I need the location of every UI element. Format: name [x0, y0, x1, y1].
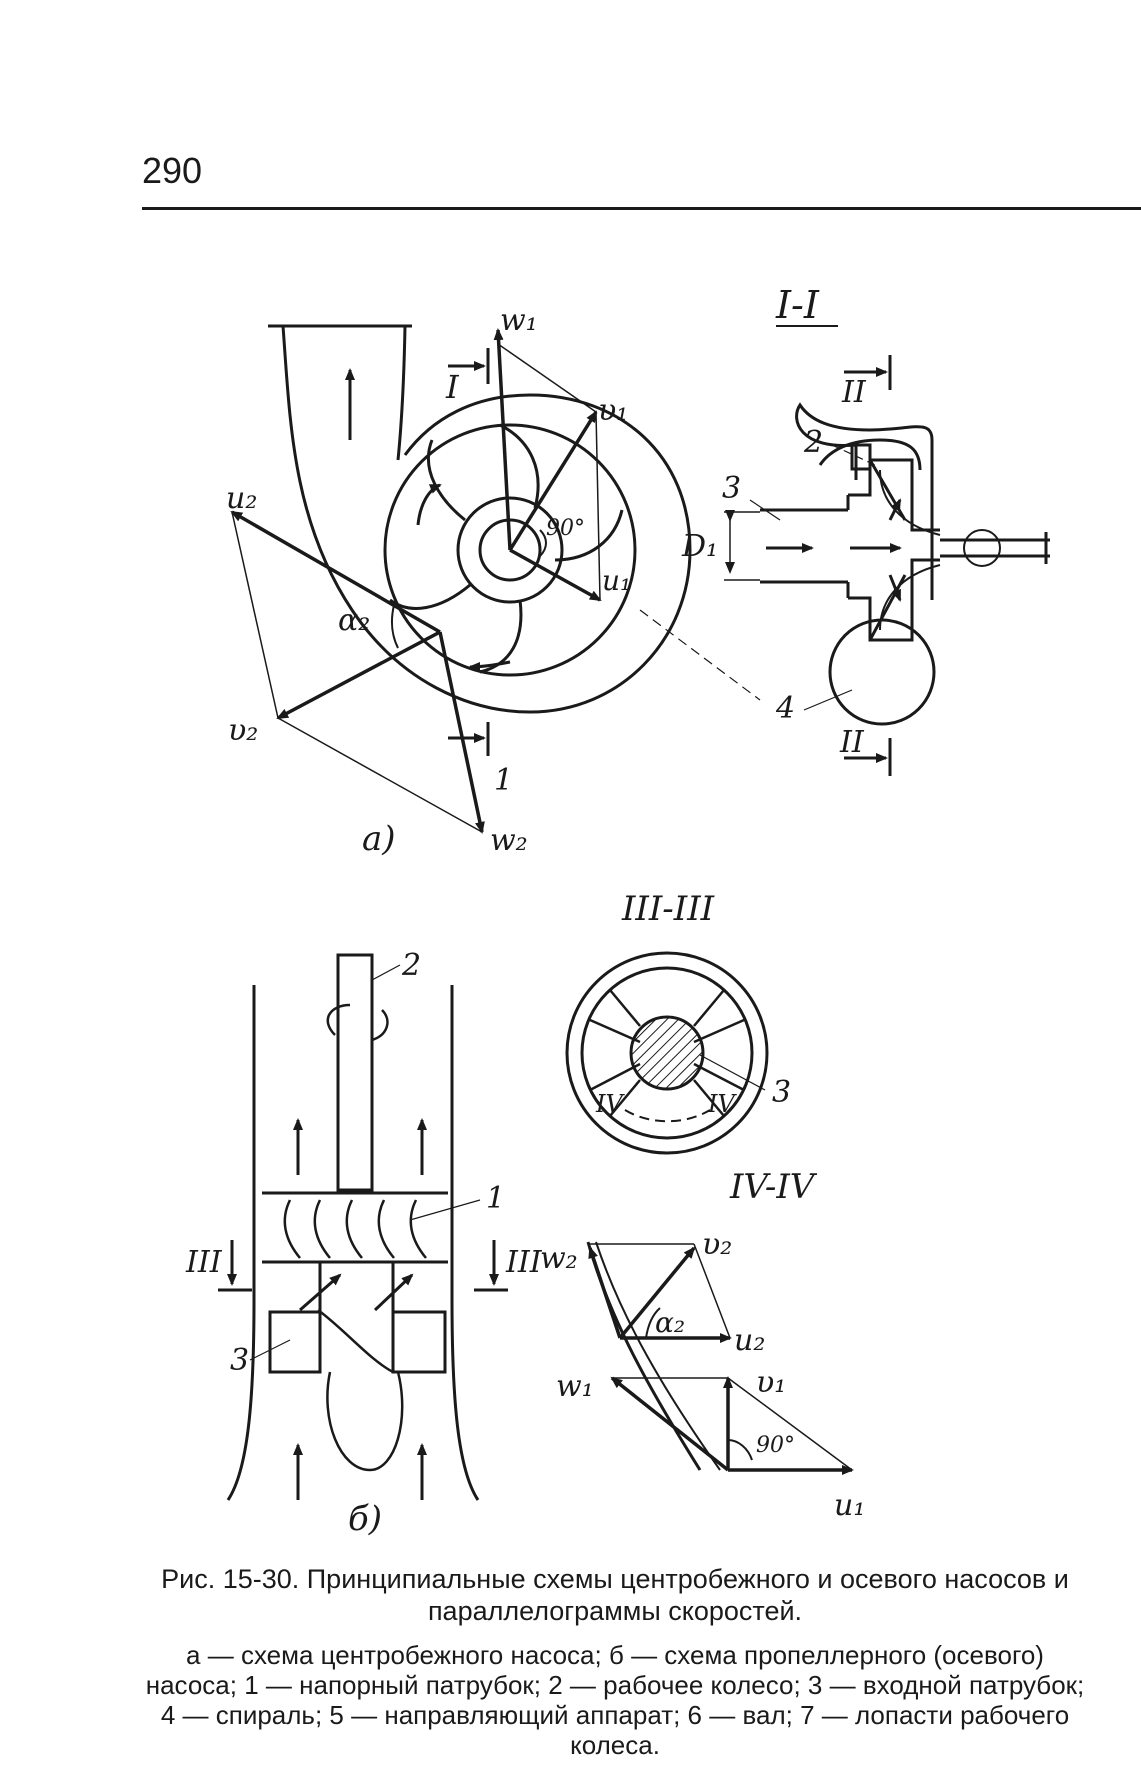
section-IV-labels: IV-IV w₂ υ₂ u₂ α₂ w₁ υ₁ u₁ 90° [540, 1167, 865, 1523]
section-I-labels: I-I 2 3 4 D₁ II II [681, 283, 867, 760]
shaft-section [629, 1015, 705, 1091]
blade [499, 423, 540, 509]
blade [479, 599, 523, 674]
vector-w1-b [610, 1376, 730, 1472]
panel-b-axial-pump [218, 953, 508, 1501]
label-angle90-b: 90° [756, 1433, 795, 1458]
label-num3-b: 3 [230, 1343, 249, 1378]
rotation-arrow [416, 483, 442, 526]
blade [389, 583, 471, 610]
label-num2-I: 2 [803, 425, 823, 460]
panel-a-label: а) [362, 819, 396, 859]
label-v2: υ₂ [228, 713, 258, 748]
discharge-pipe-inner [396, 325, 407, 461]
guide-ring-outer [565, 951, 769, 1155]
pipe-right-wall [450, 985, 480, 1501]
guide-ring-inner [580, 966, 754, 1140]
pipe-left-wall [226, 985, 256, 1501]
impeller-hub-ring [456, 496, 564, 604]
label-v1-b: υ₁ [756, 1365, 786, 1400]
label-section-I: I [445, 368, 460, 406]
volute-casing [281, 325, 692, 714]
guide-vane-right [391, 1310, 447, 1374]
label-IV-right: IV [707, 1090, 737, 1118]
label-w2: w₂ [490, 823, 528, 858]
blade [426, 439, 466, 522]
panel-a-centrifugal-pump [230, 324, 761, 834]
spiral-section [828, 618, 936, 726]
header-rule [142, 207, 1141, 210]
label-v2-b: υ₂ [702, 1227, 732, 1262]
casing-outline [795, 402, 934, 600]
section-III-III [565, 951, 769, 1155]
label-alpha2-b: α₂ [655, 1306, 685, 1339]
label-w2-b: w₂ [540, 1241, 578, 1276]
label-num1-a: 1 [494, 763, 513, 798]
panel-b-label: б) [348, 1499, 382, 1539]
label-num4-I: 4 [775, 691, 795, 726]
vector-u2 [230, 510, 441, 634]
label-section-II-bottom: II [839, 725, 865, 760]
label-num1-b: 1 [486, 1181, 505, 1216]
panel-b-labels: 2 1 3 III III б) [185, 948, 543, 1539]
page-number: 290 [142, 150, 203, 191]
leader-4 [639, 609, 761, 701]
label-v1: υ₁ [598, 393, 628, 428]
figure-caption-title: Рис. 15-30. Принципиальные схемы центроб… [161, 1564, 1069, 1626]
figure-caption-legend: а — схема центробежного насоса; б — схем… [145, 1640, 1085, 1760]
label-u2-b: u₂ [734, 1323, 765, 1358]
vector-v2-b [618, 1246, 696, 1340]
guide-vane-left [268, 1310, 322, 1374]
panel-a-labels: w₁ υ₁ u₁ 90° u₂ υ₂ w₂ α₂ 1 I а) [226, 303, 631, 859]
section-I-title: I-I [775, 283, 820, 327]
vector-w2-b [588, 1246, 622, 1339]
label-section-III-left: III [185, 1245, 223, 1280]
vector-w1 [493, 328, 512, 551]
section-IV-IV [586, 1241, 854, 1475]
vector-v1 [508, 410, 598, 551]
label-alpha2: α₂ [338, 603, 370, 638]
label-u2: u₂ [226, 481, 257, 516]
section-III-labels: III-III 3 IV IV [595, 889, 791, 1118]
section-I-I [724, 325, 1050, 776]
impeller-outer [383, 423, 637, 677]
label-angle90-a: 90° [546, 516, 585, 541]
vector-u1 [509, 548, 602, 602]
figure-15-30: w₁ υ₁ u₁ 90° u₂ υ₂ w₂ α₂ 1 I а) [185, 283, 1050, 1539]
label-IV-left: IV [595, 1090, 625, 1118]
label-num3-I: 3 [722, 471, 741, 506]
section-III-title: III-III [621, 889, 715, 929]
label-num2-b: 2 [401, 948, 421, 983]
label-u1: u₁ [602, 564, 631, 597]
label-D1: D₁ [681, 529, 718, 564]
shaft [336, 953, 374, 1192]
label-num3-III: 3 [772, 1075, 791, 1110]
section-IV-title: IV-IV [729, 1167, 818, 1207]
label-w1: w₁ [500, 303, 538, 338]
label-u1-b: u₁ [834, 1488, 865, 1523]
label-section-II-top: II [841, 375, 867, 410]
label-section-III-right: III [505, 1245, 543, 1280]
label-w1-b: w₁ [556, 1369, 594, 1404]
vector-w2 [438, 631, 485, 834]
vector-v2 [276, 630, 441, 720]
flow-arrow-volute [468, 660, 511, 672]
